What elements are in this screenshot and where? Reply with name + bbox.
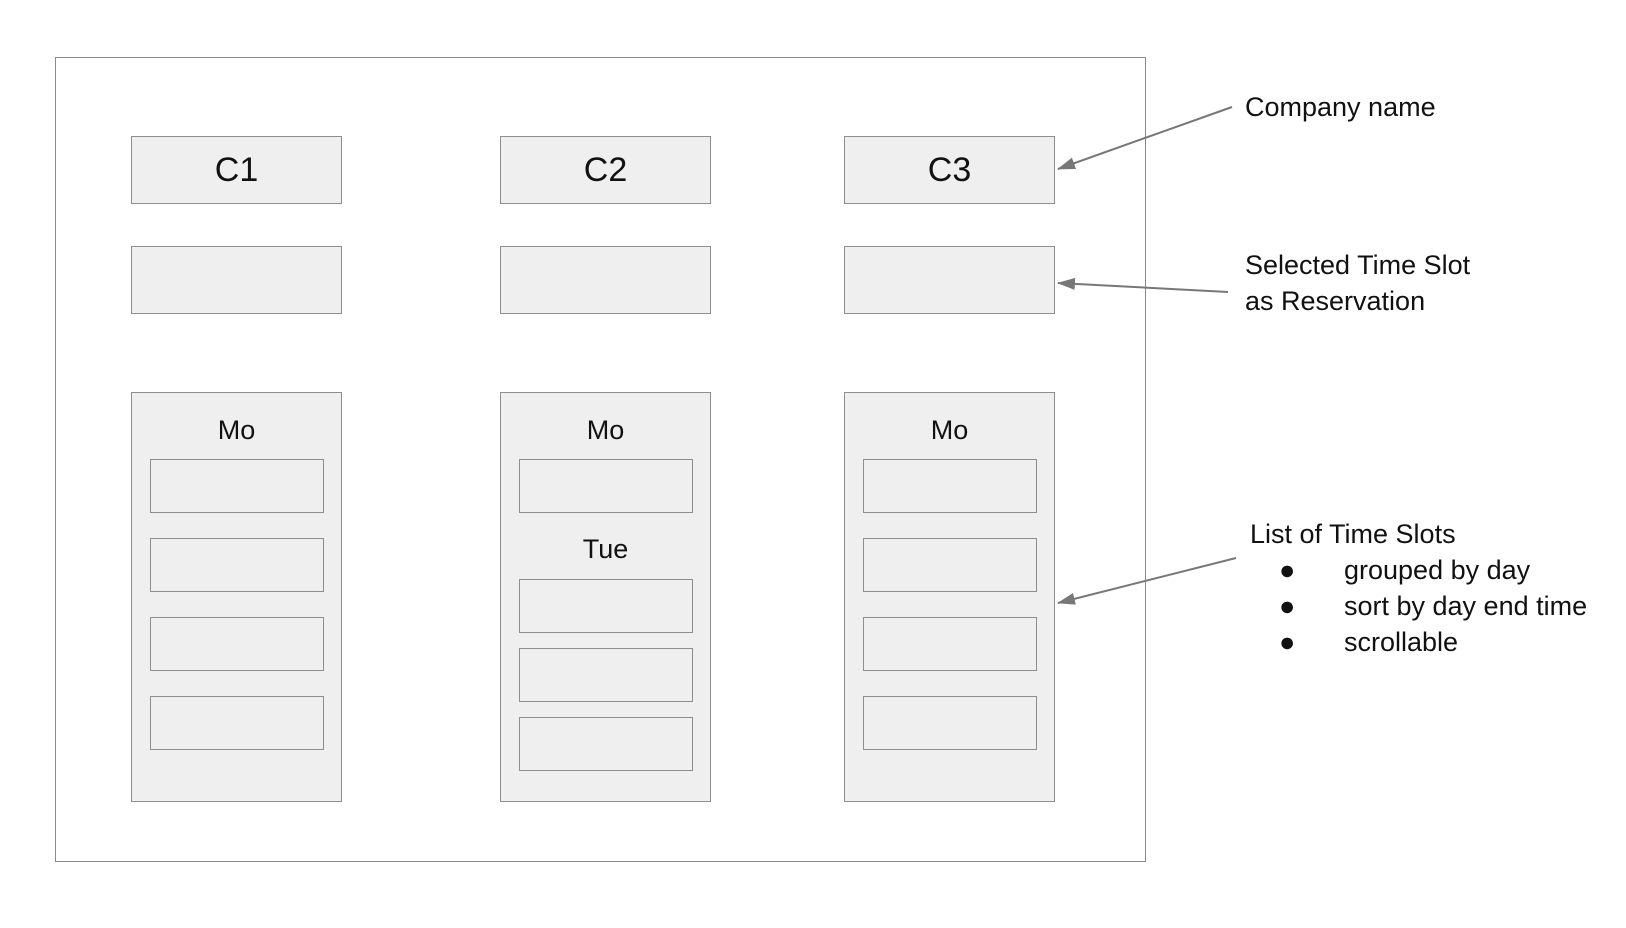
company-header-c2[interactable]: C2: [500, 136, 711, 204]
day-heading: Mo: [930, 415, 969, 445]
time-slot[interactable]: [863, 696, 1037, 750]
time-slot[interactable]: [863, 459, 1037, 513]
time-slot[interactable]: [519, 459, 693, 513]
company-name-label: C2: [583, 150, 628, 189]
time-slot[interactable]: [863, 617, 1037, 671]
selected-reservation-c3[interactable]: [844, 246, 1055, 314]
annotation-selected-slot: Selected Time Slot as Reservation: [1245, 247, 1470, 319]
selected-reservation-c1[interactable]: [131, 246, 342, 314]
annotation-company-name: Company name: [1245, 92, 1436, 122]
time-slot[interactable]: [519, 579, 693, 633]
annotation-bullet-item: ● sort by day end time: [1250, 588, 1587, 624]
bullet-icon: ●: [1279, 555, 1296, 585]
day-heading: Mo: [217, 415, 256, 445]
time-slot-list-c3[interactable]: Mo: [844, 392, 1055, 802]
day-heading: Mo: [586, 415, 625, 445]
annotation-list-title: List of Time Slots: [1250, 519, 1456, 549]
annotation-bullet-list: ● grouped by day ● sort by day end time …: [1250, 552, 1587, 660]
company-name-label: C1: [214, 150, 259, 189]
company-header-c1[interactable]: C1: [131, 136, 342, 204]
annotation-selected-slot-line1: Selected Time Slot: [1245, 250, 1471, 280]
annotation-bullet-text: sort by day end time: [1344, 591, 1588, 621]
annotation-selected-slot-line2: as Reservation: [1245, 286, 1426, 316]
day-heading: Tue: [582, 534, 629, 564]
time-slot[interactable]: [519, 648, 693, 702]
time-slot-list-c1[interactable]: Mo: [131, 392, 342, 802]
selected-reservation-c2[interactable]: [500, 246, 711, 314]
bullet-icon: ●: [1279, 591, 1296, 621]
time-slot[interactable]: [150, 617, 324, 671]
time-slot[interactable]: [150, 538, 324, 592]
company-header-c3[interactable]: C3: [844, 136, 1055, 204]
time-slot[interactable]: [519, 717, 693, 771]
annotation-bullet-text: scrollable: [1344, 627, 1459, 657]
time-slot[interactable]: [150, 459, 324, 513]
company-name-label: C3: [927, 150, 972, 189]
annotation-bullet-item: ● grouped by day: [1250, 552, 1587, 588]
annotation-time-slot-list: List of Time Slots ● grouped by day ● so…: [1250, 516, 1587, 660]
time-slot[interactable]: [150, 696, 324, 750]
annotation-bullet-item: ● scrollable: [1250, 624, 1587, 660]
time-slot[interactable]: [863, 538, 1037, 592]
annotation-bullet-text: grouped by day: [1344, 555, 1531, 585]
time-slot-list-c2[interactable]: Mo Tue: [500, 392, 711, 802]
bullet-icon: ●: [1279, 627, 1296, 657]
